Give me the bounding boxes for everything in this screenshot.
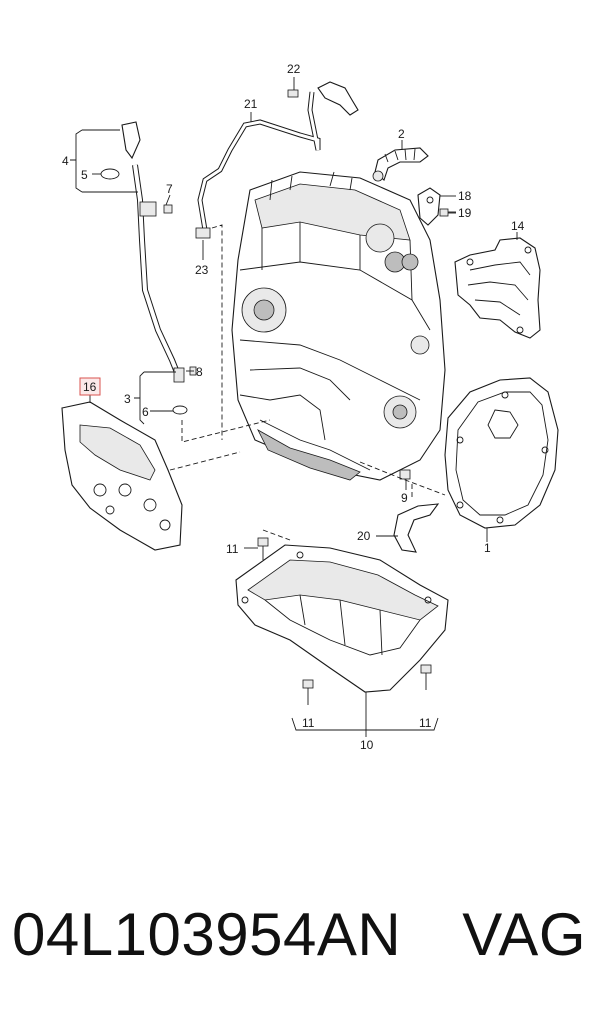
- callout-labels: 1 2 3 4 5 6 7 8 9 10 11 11 11 14 16 18 1…: [62, 62, 525, 752]
- part-16-cover-plate: [61, 401, 183, 551]
- label-10: 10: [360, 738, 374, 752]
- label-11-left: 11: [302, 716, 315, 730]
- part-14-heat-shield: [454, 237, 541, 339]
- leader-lines: [70, 77, 518, 737]
- label-11-right: 11: [419, 716, 432, 730]
- highlight-box-16: [79, 377, 101, 396]
- label-7: 7: [166, 182, 173, 196]
- label-18: 18: [458, 189, 472, 203]
- footer: 04L103954AN VAG: [0, 895, 600, 985]
- label-2: 2: [398, 127, 405, 141]
- label-23: 23: [195, 263, 209, 277]
- part-19-bolt: [439, 208, 456, 217]
- label-16: 16: [83, 380, 97, 394]
- label-14: 14: [511, 219, 525, 233]
- part-2-breather-hose: [372, 147, 429, 182]
- engine-block: [231, 171, 446, 481]
- label-3: 3: [124, 392, 131, 406]
- label-8: 8: [196, 365, 203, 379]
- bolt-11-right: [420, 664, 432, 690]
- part-21-pipe: [195, 91, 321, 239]
- part-10-oil-pan: [235, 544, 449, 693]
- label-19: 19: [458, 206, 472, 220]
- assembly-guide-lines: [169, 224, 446, 541]
- exploded-parts-diagram: 1 2 3 4 5 6 7 8 9 10 11 11 11 14 16 18 1…: [61, 62, 559, 752]
- label-22: 22: [287, 62, 301, 76]
- label-1: 1: [484, 541, 491, 555]
- label-21: 21: [244, 97, 258, 111]
- bolt-11-top: [257, 537, 269, 560]
- bolt-11-left: [302, 679, 314, 705]
- brand-name: VAG: [462, 901, 586, 968]
- label-9: 9: [401, 491, 408, 505]
- label-6: 6: [142, 405, 149, 419]
- label-4: 4: [62, 154, 69, 168]
- dipstick-tube: [100, 121, 197, 415]
- part-22-sensor: [287, 81, 359, 116]
- label-20: 20: [357, 529, 371, 543]
- label-5: 5: [81, 168, 88, 182]
- part-1-seal-plate: [444, 377, 559, 529]
- label-11-top: 11: [226, 542, 239, 556]
- part-20-seal-segment: [393, 503, 440, 553]
- part-18-bracket: [417, 187, 441, 226]
- part-9-bolt: [399, 469, 411, 480]
- part-number: 04L103954AN: [12, 901, 402, 968]
